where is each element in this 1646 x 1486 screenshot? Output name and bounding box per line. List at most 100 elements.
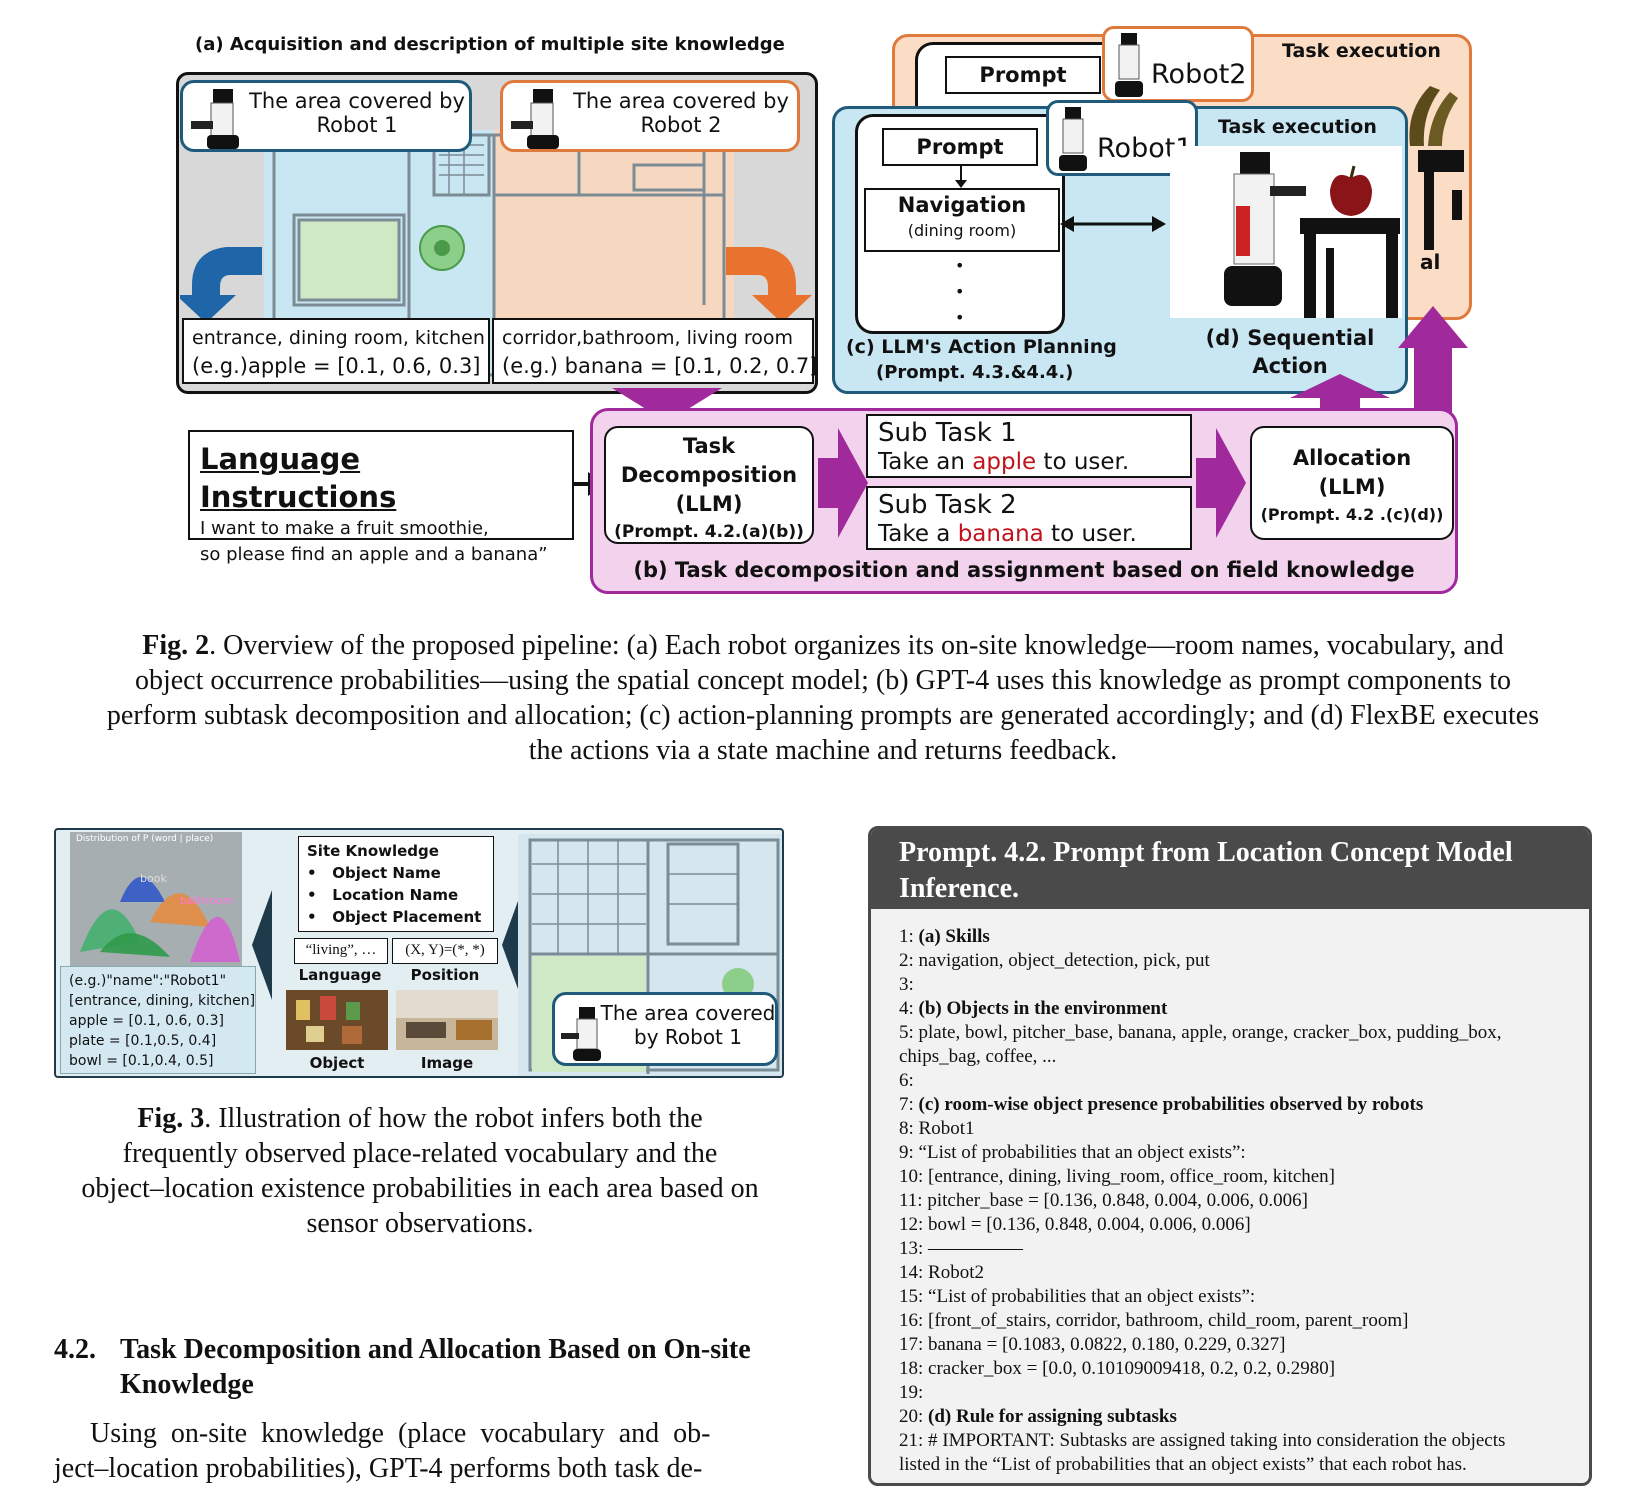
subtask-2-title: Sub Task 2 [878,490,1017,520]
prompt-line: 18: cracker_box = [0.0, 0.10109009418, 0… [899,1358,1336,1379]
robot1-area-label-fig3: The area covered by Robot 1 [552,992,778,1066]
figure-2-caption: Fig. 2. Overview of the proposed pipelin… [40,628,1606,768]
room-list-2: corridor,bathroom, living room [502,327,793,349]
allocation-line1: Allocation [1292,446,1412,470]
robot1-task-execution: Task execution [1218,116,1377,138]
robot-icon [1224,152,1306,306]
language-instructions-box: Language Instructions I want to make a f… [188,430,574,565]
language-label: Language [298,966,382,984]
section-d-sub: Action [1252,354,1328,378]
subtask-2-object: banana [957,521,1044,547]
distribution-title: Distribution of P (word | place) [76,834,214,844]
figure-3: Distribution of P (word | place) book ba… [54,828,784,1078]
allocation-box: Allocation (LLM) (Prompt. 4.2 .(c)(d)) [1250,426,1454,540]
curved-arrow-icon [180,247,262,323]
down-arrow-icon [612,388,722,422]
site-knowledge-box: Site Knowledge • Object Name • Location … [298,836,494,932]
table-icon [1418,150,1464,250]
caption-label: Fig. 3 [137,1103,205,1134]
prompt-line: 5: plate, bowl, pitcher_base, banana, ap… [899,1022,1502,1043]
robot1-area-line2: by Robot 1 [634,1025,742,1049]
subtask-1-box: Sub Task 1 Take an apple to user. [866,414,1192,478]
robot1-area-line1: The area covered [600,1001,776,1025]
image-label: Image [420,1054,474,1072]
site-knowledge-title: Site Knowledge [307,842,439,860]
prompt-line: 11: pitcher_base = [0.136, 0.848, 0.004,… [899,1190,1308,1211]
distribution-label: bathroom [180,894,234,907]
table-icon [1300,218,1400,318]
position-value-box: (X, Y)=(*, *) [392,938,498,964]
language-instructions-line2: so please find an apple and a banana” [200,544,548,565]
room-list-1: entrance, dining room, kitchen [192,327,485,349]
prompt-line: 3: [899,974,914,995]
navigation-box: Navigation (dining room) [864,188,1060,252]
caption-line: object occurrence probabilities—using th… [134,665,1512,696]
dot: • [955,282,965,301]
prompt-line: 16: [front_of_stairs, corridor, bathroom… [899,1310,1409,1331]
prompt-line: 2: navigation, object_detection, pick, p… [899,950,1210,971]
task-decomposition-box: Task Decomposition (LLM) (Prompt. 4.2.(a… [604,426,814,544]
prompt-line: 17: banana = [0.1083, 0.0822, 0.180, 0.2… [899,1334,1286,1355]
caption-line: object–location existence probabilities … [81,1173,759,1204]
up-arrow-icon [1290,374,1390,424]
prompt-line: 8: Robot1 [899,1118,975,1139]
subtask-2-box: Sub Task 2 Take a banana to user. [866,486,1192,550]
prompt-body: 1: (a) Skills 2: navigation, object_dete… [899,925,1579,1477]
navigation-sub: (dining room) [907,221,1017,240]
subtask-1-title: Sub Task 1 [878,418,1017,448]
robot-icon [561,1007,601,1061]
figure-2: (a) Acquisition and description of multi… [0,0,1646,600]
prompt-line: 6: [899,1070,914,1091]
prompt-line: 20: (d) Rule for assigning subtasks [899,1406,1177,1427]
prompt-line: 14: Robot2 [899,1262,984,1283]
prompt-line: 10: [entrance, dining, living_room, offi… [899,1166,1336,1187]
caption-line: sensor observations. [306,1208,534,1239]
robot2-name: Robot2 [1151,59,1247,90]
prompt-line: 15: “List of probabilities that an objec… [899,1286,1256,1307]
language-instructions-line1: I want to make a fruit smoothie, [200,518,489,539]
allocation-line2: (LLM) [1318,475,1386,499]
room-box-robot2: corridor,bathroom, living room (e.g.) ba… [492,318,817,384]
prompt-line: chips_bag, coffee, ... [899,1046,1057,1067]
right-arrow-icon [818,428,868,538]
language-instructions-title: Language Instructions [200,442,397,514]
example-line: plate = [0.1,0.5, 0.4] [69,1033,217,1049]
navigation-label: Navigation [897,193,1027,217]
section-b-title: (b) Task decomposition and assignment ba… [633,558,1415,582]
right-arrow-icon [1196,428,1246,538]
section-c-sub: (Prompt. 4.3.&4.4.) [876,362,1074,383]
paragraph-line: ject–location probabilities), GPT-4 perf… [54,1453,703,1484]
language-value-box: “living”, … [294,938,388,964]
dot: • [955,308,965,327]
robot2-task-execution: Task execution [1282,40,1441,62]
subtask-2-text: Take a banana to user. [878,521,1137,547]
distribution-label: book [140,872,167,885]
prompt-line: 19: [899,1382,924,1403]
prompt-line: 1: (a) Skills [899,926,990,947]
subtask-1-text: Take an apple to user. [878,449,1130,475]
task-decomp-line2: Decomposition [620,463,798,487]
site-knowledge-item: • Object Placement [307,908,482,926]
section-title-line2: Knowledge [120,1369,254,1400]
example-knowledge-box: (e.g.)"name":"Robot1" [entrance, dining,… [60,966,256,1074]
allocation-line3: (Prompt. 4.2 .(c)(d)) [1260,505,1444,524]
section-a-title: (a) Acquisition and description of multi… [195,34,785,55]
object-label: Object [309,1054,365,1072]
robot2-label: Robot2 [1102,26,1254,102]
robot2-partial-text: al [1420,250,1441,274]
down-arrow-icon [955,166,967,188]
prompt-header: Prompt. 4.2. Prompt from Location Concep… [871,829,1589,909]
robot-icon [511,89,559,149]
caption-label: Fig. 2 [142,630,210,661]
example-line: apple = [0.1, 0.6, 0.3] [69,1013,225,1029]
section-c-title: (c) LLM's Action Planning [846,336,1117,358]
prompt-line: 9: “List of probabilities that an object… [899,1142,1246,1163]
robot1-area-text: The area covered by Robot 1 [249,89,465,137]
site-knowledge-item: • Object Name [307,864,441,882]
robot1-area-label: The area covered by Robot 1 [180,80,472,152]
object-image [286,990,388,1050]
paragraph-line: Using on-site knowledge (place vocabular… [90,1418,711,1449]
left-chevron-icon [252,890,272,1000]
robot1-scene [1170,146,1402,318]
task-decomp-line3: (LLM) [675,492,743,516]
